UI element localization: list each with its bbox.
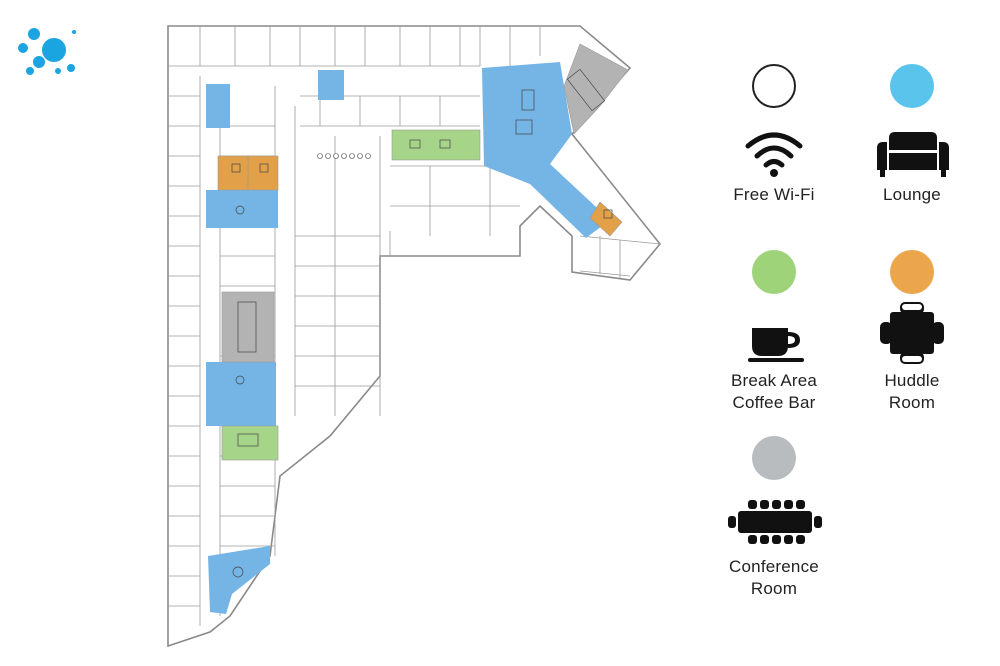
lounge-area xyxy=(208,546,270,614)
lounge-area xyxy=(206,190,278,228)
legend-swatch-wifi xyxy=(752,64,796,108)
company-logo xyxy=(18,28,76,75)
break-area xyxy=(391,129,481,161)
legend-swatch-lounge xyxy=(890,64,934,108)
legend-label-break-line1: Break Area xyxy=(730,371,818,390)
huddle-table-icon xyxy=(880,302,944,364)
legend-label-conference-line1: Conference xyxy=(729,557,819,576)
legend-label-break-line2: Coffee Bar xyxy=(732,393,816,412)
legend-label-huddle-line1: Huddle xyxy=(884,371,940,390)
legend-swatch-break xyxy=(752,250,796,294)
legend-label-huddle-line2: Room xyxy=(888,393,936,412)
legend-conference-room: Conference Room xyxy=(694,436,854,606)
lounge-area xyxy=(318,70,344,100)
wifi-icon xyxy=(745,132,803,177)
legend-label-conference-line2: Room xyxy=(750,579,798,598)
legend-label-wifi: Free Wi-Fi xyxy=(733,185,815,204)
couch-icon xyxy=(877,132,949,177)
legend-swatch-conference xyxy=(752,436,796,480)
legend-swatch-huddle xyxy=(890,250,934,294)
legend-wifi: Free Wi-Fi xyxy=(694,64,854,214)
legend-label-lounge: Lounge xyxy=(883,185,941,204)
huddle-room xyxy=(589,201,623,237)
lounge-area xyxy=(482,62,610,238)
legend-lounge: Lounge xyxy=(832,64,992,214)
lounge-area xyxy=(206,362,276,426)
legend-break-area: Break Area Coffee Bar xyxy=(694,250,854,420)
huddle-room xyxy=(217,155,249,191)
floor-plan xyxy=(167,25,662,648)
conference-room xyxy=(221,291,275,363)
legend-huddle-room: Huddle Room xyxy=(832,250,992,420)
break-area xyxy=(221,425,279,461)
huddle-room xyxy=(247,155,279,191)
coffee-cup-icon xyxy=(748,328,804,362)
lounge-area xyxy=(206,84,230,128)
conference-room xyxy=(563,43,629,135)
conference-table-icon xyxy=(728,500,822,544)
